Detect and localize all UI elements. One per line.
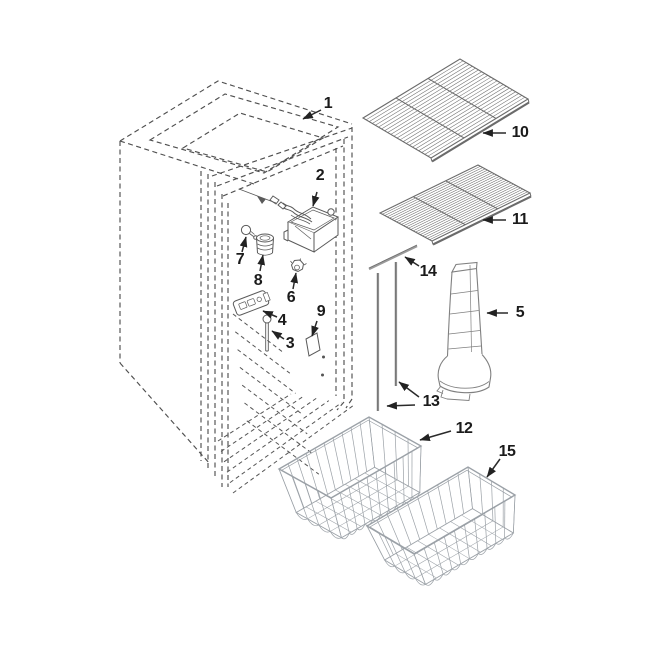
callout-label-5: 5 xyxy=(515,304,525,321)
callout-arrow-7 xyxy=(239,236,248,253)
callout-arrow-4 xyxy=(262,310,278,319)
callout-label-12: 12 xyxy=(455,420,473,437)
callout-arrow-6 xyxy=(290,272,299,290)
callout-arrows xyxy=(239,109,508,478)
wire-harness xyxy=(238,188,313,225)
callout-label-15: 15 xyxy=(498,443,516,460)
wire-basket-upper xyxy=(277,416,423,540)
thin-rod-part xyxy=(368,244,418,271)
callout-arrow-13b xyxy=(386,401,416,410)
callout-label-10: 10 xyxy=(511,124,529,141)
callout-label-8: 8 xyxy=(253,272,263,289)
air-tower-part xyxy=(436,261,492,401)
light-bulb-part xyxy=(240,224,258,240)
callout-arrow-2 xyxy=(311,191,320,207)
cabinet-outline xyxy=(119,80,353,487)
cover-plate-part xyxy=(305,332,325,377)
callout-arrow-8 xyxy=(257,254,266,272)
callout-arrow-15 xyxy=(486,458,501,478)
callout-label-7: 7 xyxy=(235,251,245,268)
wire-shelf-lower xyxy=(378,164,532,246)
sensor-probe-part xyxy=(262,312,272,352)
wire-shelf-upper xyxy=(361,58,530,163)
interior-hatching xyxy=(217,313,355,494)
callout-arrow-1 xyxy=(302,109,322,120)
callout-label-2: 2 xyxy=(315,167,325,184)
callout-arrow-12 xyxy=(419,430,452,441)
callout-label-1: 1 xyxy=(323,95,333,112)
vertical-tube-parts xyxy=(376,262,398,411)
callout-arrow-13a xyxy=(398,381,420,398)
callout-label-4: 4 xyxy=(277,312,287,329)
callout-label-13: 13 xyxy=(422,393,440,410)
callout-label-14: 14 xyxy=(419,263,437,280)
callout-arrow-14 xyxy=(404,256,420,267)
callout-label-11: 11 xyxy=(512,211,528,228)
callout-arrow-3 xyxy=(271,330,285,340)
callout-label-6: 6 xyxy=(286,289,296,306)
callout-label-9: 9 xyxy=(316,303,326,320)
wire-basket-lower xyxy=(365,466,517,586)
control-panel-part xyxy=(232,290,271,316)
control-box-part xyxy=(283,206,340,253)
callout-label-3: 3 xyxy=(285,335,295,352)
bulb-socket-part xyxy=(256,233,274,256)
callout-arrow-9 xyxy=(311,320,319,337)
small-fastener-part xyxy=(290,258,307,273)
